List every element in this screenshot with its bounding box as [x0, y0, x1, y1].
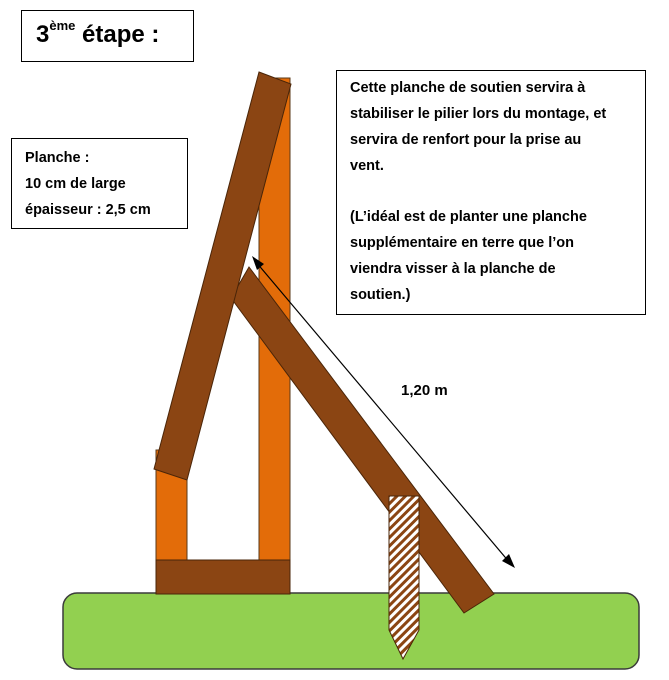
note-line: (L’idéal est de planter une planche [350, 209, 587, 225]
note-line: supplémentaire en terre que l’on [350, 235, 574, 251]
note-line: viendra visser à la planche de [350, 261, 556, 277]
plank-spec-box: Planche : 10 cm de large épaisseur : 2,5… [11, 138, 188, 229]
note-line: Cette planche de soutien servira à [350, 80, 586, 96]
note-line: servira de renfort pour la prise au [350, 132, 582, 148]
base-plank [155, 559, 291, 595]
title-superscript: ème [49, 18, 76, 33]
measurement-label: 1,20 m [401, 382, 448, 399]
title-prefix: 3 [36, 21, 50, 48]
title-suffix: étape : [75, 21, 160, 48]
note-line: soutien.) [350, 287, 411, 303]
title-box: 3ème étape : [21, 10, 194, 62]
arrowhead-top [252, 256, 264, 270]
spec-thickness: épaisseur : 2,5 cm [25, 202, 151, 218]
arrowhead-bottom [502, 554, 515, 568]
spec-width: 10 cm de large [25, 176, 126, 192]
note-box: Cette planche de soutien servira à stabi… [336, 70, 646, 315]
note-line: stabiliser le pilier lors du montage, et [350, 106, 607, 122]
ground [62, 592, 640, 670]
page-title: 3ème étape : [36, 18, 160, 49]
note-line: vent. [350, 158, 384, 174]
measurement-arrow [255, 261, 511, 564]
slanted-plank [153, 71, 292, 481]
spec-heading: Planche : [25, 150, 90, 166]
ground-stake [388, 495, 420, 661]
